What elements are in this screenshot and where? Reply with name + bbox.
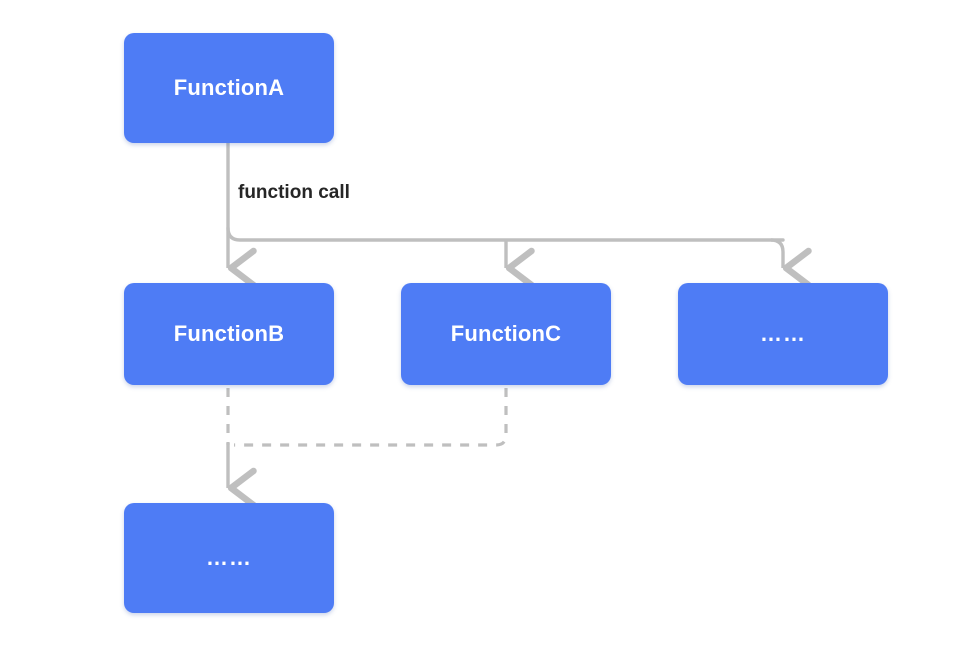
node-function-a[interactable]: FunctionA [124,33,334,143]
edge-c-to-more-dashed [234,388,508,447]
edge-a-to-more [770,238,812,289]
node-function-b[interactable]: FunctionB [124,283,334,385]
edge-bus-a [226,226,785,242]
node-function-b-label: FunctionB [173,321,285,346]
node-more-nested-label: …… [206,545,252,570]
node-function-a-label: FunctionA [173,75,285,100]
edge-label-function-call: function call [238,182,350,203]
node-more-functions[interactable]: …… [678,283,888,385]
node-function-c-label: FunctionC [450,321,562,346]
node-more-functions-label: …… [760,321,806,346]
node-more-nested[interactable]: …… [124,503,334,613]
node-function-c[interactable]: FunctionC [401,283,611,385]
